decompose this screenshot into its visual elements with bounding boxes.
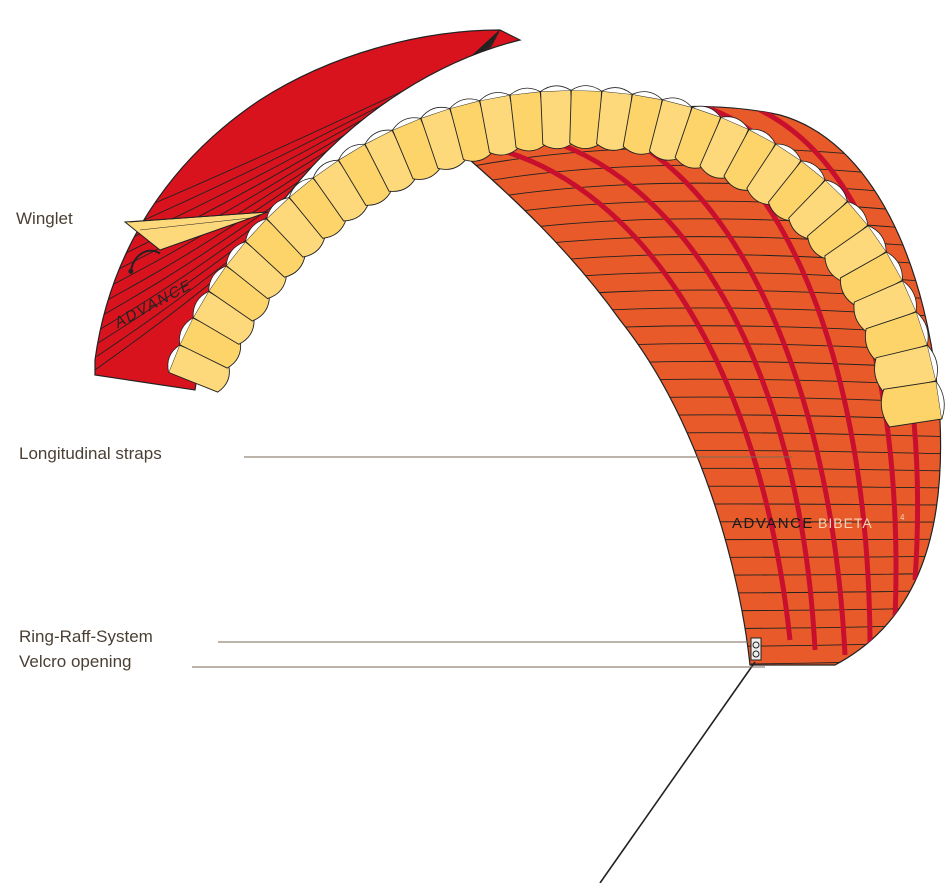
ring-raff-hardware	[750, 637, 762, 661]
longitudinal-strap	[499, 147, 793, 641]
leading-edge-cells	[167, 85, 945, 428]
cell-opening	[392, 117, 421, 131]
cell-opening	[847, 201, 869, 226]
cell-opening	[179, 317, 194, 345]
wing-underside	[468, 105, 942, 666]
label-ring-raff-system: Ring-Raff-System	[19, 627, 153, 646]
cell-opening	[225, 241, 246, 266]
cell-opening	[208, 265, 227, 292]
cell-opening	[167, 344, 180, 373]
cell-opening	[312, 159, 339, 178]
cell-opening	[338, 143, 365, 161]
label-velcro-opening: Velcro opening	[19, 652, 132, 671]
cell-opening	[479, 92, 510, 101]
label-longitudinal-straps: Longitudinal straps	[19, 444, 162, 463]
cell-opening	[571, 85, 602, 92]
cell-opening	[288, 177, 313, 198]
cell-opening	[449, 98, 480, 109]
cell-opening	[935, 381, 945, 420]
cell-opening	[601, 87, 633, 95]
label-winglet: Winglet	[16, 209, 73, 228]
cell-opening	[902, 280, 917, 312]
cell-opening	[266, 197, 289, 219]
right-logo-brand: ADVANCE	[732, 515, 814, 532]
longitudinal-strap	[529, 132, 818, 651]
leading-edge-cell	[880, 380, 943, 428]
cell-opening	[662, 97, 693, 108]
suspension-line	[599, 661, 756, 884]
cell-opening	[749, 128, 776, 144]
cell-opening	[801, 160, 826, 180]
cell-opening	[540, 85, 572, 92]
cell-opening	[509, 87, 541, 96]
leading-edge-cell	[540, 89, 574, 150]
cell-opening	[420, 106, 450, 119]
cell-opening	[721, 116, 749, 130]
right-logo: ADVANCE BIBETA 4	[732, 513, 905, 532]
cell-opening	[886, 251, 903, 281]
right-logo-model: BIBETA	[818, 515, 873, 531]
advance-swoosh-icon	[129, 249, 161, 272]
cell-opening	[632, 91, 663, 100]
cell-opening	[916, 311, 929, 345]
cell-opening	[192, 291, 209, 318]
cell-opening	[927, 345, 938, 381]
cell-opening	[775, 143, 802, 161]
cell-opening	[364, 129, 393, 145]
cell-opening	[692, 105, 721, 118]
cell-opening	[245, 218, 267, 242]
cell-opening	[825, 179, 848, 202]
winglet-panel	[123, 211, 269, 251]
right-logo-superscript: 4	[900, 513, 905, 522]
cell-opening	[868, 225, 887, 252]
